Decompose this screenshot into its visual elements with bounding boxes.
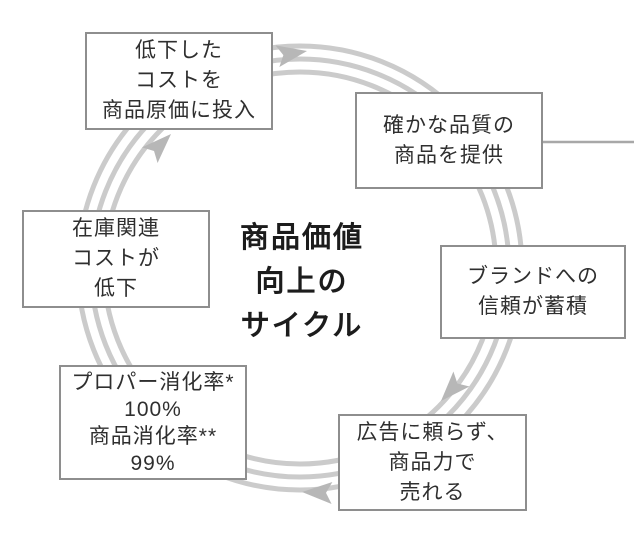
node-line: 100% xyxy=(124,397,182,421)
arrow-up-right-icon xyxy=(142,134,171,163)
node-quality: 確かな品質の 商品を提供 xyxy=(355,92,543,189)
node-line: 低下した xyxy=(135,39,223,62)
arrow-down-left-icon xyxy=(441,371,470,401)
cycle-title: 商品価値 向上の サイクル xyxy=(213,216,391,348)
cycle-title-line: サイクル xyxy=(240,310,364,342)
node-line: 商品原価に投入 xyxy=(102,99,256,122)
node-line: コストが xyxy=(72,247,160,270)
node-line: 売れる xyxy=(399,480,466,504)
node-line: 商品を提供 xyxy=(394,143,504,167)
node-line: 99% xyxy=(130,451,176,475)
node-line: 確かな品質の xyxy=(383,113,515,137)
node-line: 商品力で xyxy=(388,450,477,474)
node-line: 商品消化率** xyxy=(88,424,218,448)
node-sells-without-ads: 広告に頼らず、 商品力で 売れる xyxy=(338,414,527,511)
node-line: 低下 xyxy=(94,277,138,300)
node-line: 在庫関連 xyxy=(72,217,160,240)
node-line: ブランドへの xyxy=(467,265,599,288)
node-brand-trust: ブランドへの 信頼が蓄積 xyxy=(440,245,626,339)
node-invest-cost: 低下した コストを 商品原価に投入 xyxy=(85,32,273,130)
arrow-right-icon xyxy=(275,45,307,68)
node-inventory-cost: 在庫関連 コストが 低下 xyxy=(22,210,210,308)
arrow-left-icon xyxy=(302,482,333,505)
node-line: 広告に頼らず、 xyxy=(356,420,509,444)
node-line: 信頼が蓄積 xyxy=(478,295,588,318)
node-line: プロパー消化率* xyxy=(71,370,235,394)
cycle-title-line: 商品価値 xyxy=(239,222,364,254)
node-sell-through: プロパー消化率* 100% 商品消化率** 99% xyxy=(59,365,247,480)
cycle-title-line: 向上の xyxy=(255,266,349,298)
node-line: コストを xyxy=(135,69,223,92)
